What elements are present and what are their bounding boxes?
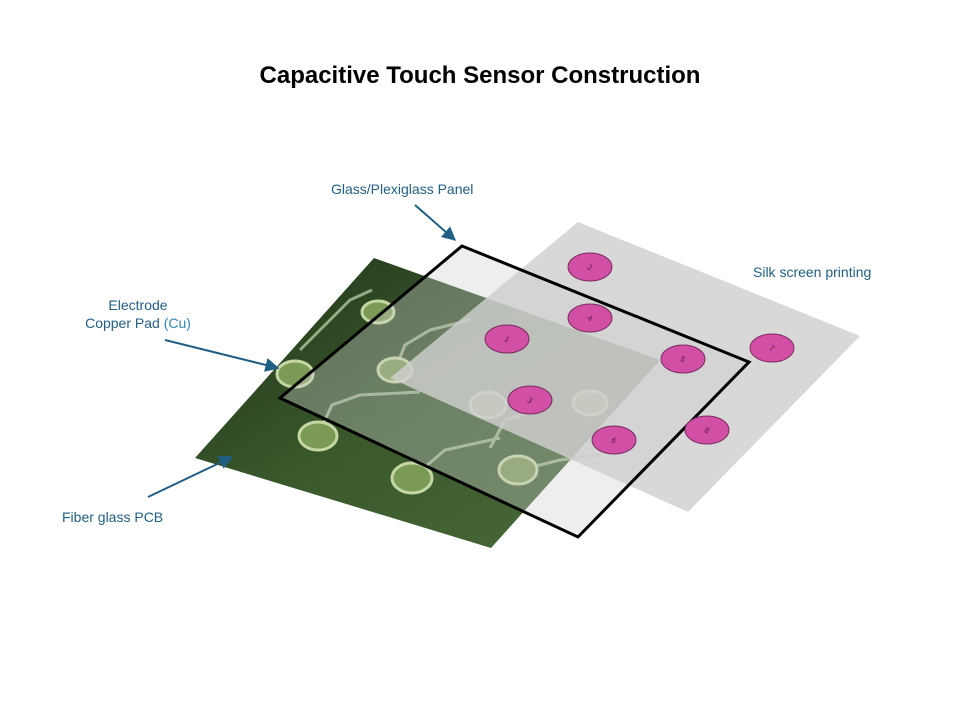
electrode-label: Electrode Copper Pad (Cu) [74,296,202,332]
electrode-label-line2: Copper Pad (Cu) [74,314,202,332]
touch-button-5: 5 [660,344,706,374]
callout-arrows [147,204,457,498]
touch-button-label: 2 [586,262,595,272]
electrode-label-line1: Electrode [108,297,168,313]
electrode-label-text: Copper Pad [85,315,160,331]
pcb-arrow [147,456,234,498]
copper-pad [297,420,339,452]
touch-button-3: 3 [507,385,553,415]
silk-screen-label: Silk screen printing [753,264,872,280]
copper-pad [360,299,396,325]
copper-pad [390,461,434,495]
silk-buttons: 1 2 3 4 5 6 7 8 [484,252,795,455]
touch-button-6: 6 [591,425,637,455]
touch-button-4: 4 [567,303,613,333]
touch-button-label: 3 [526,395,535,405]
page-title: Capacitive Touch Sensor Construction [259,62,701,89]
touch-button-label: 7 [768,343,777,353]
glass-panel-frame [277,244,752,539]
touch-button-8: 8 [684,415,730,445]
touch-button-1: 1 [484,324,530,354]
touch-button-label: 5 [679,354,688,364]
glass-panel-label: Glass/Plexiglass Panel [331,181,474,197]
silk-screen-layer [390,222,860,512]
touch-button-label: 8 [703,425,712,435]
touch-button-label: 1 [503,334,512,344]
touch-button-2: 2 [567,252,613,282]
touch-button-label: 4 [586,313,595,323]
touch-button-7: 7 [749,333,795,363]
electrode-label-unit: (Cu) [163,315,191,331]
pcb-label: Fiber glass PCB [62,509,164,525]
glass-panel-arrow [414,204,457,241]
touch-button-label: 6 [610,435,619,445]
electrode-arrow [164,339,280,372]
copper-pad [497,454,539,486]
